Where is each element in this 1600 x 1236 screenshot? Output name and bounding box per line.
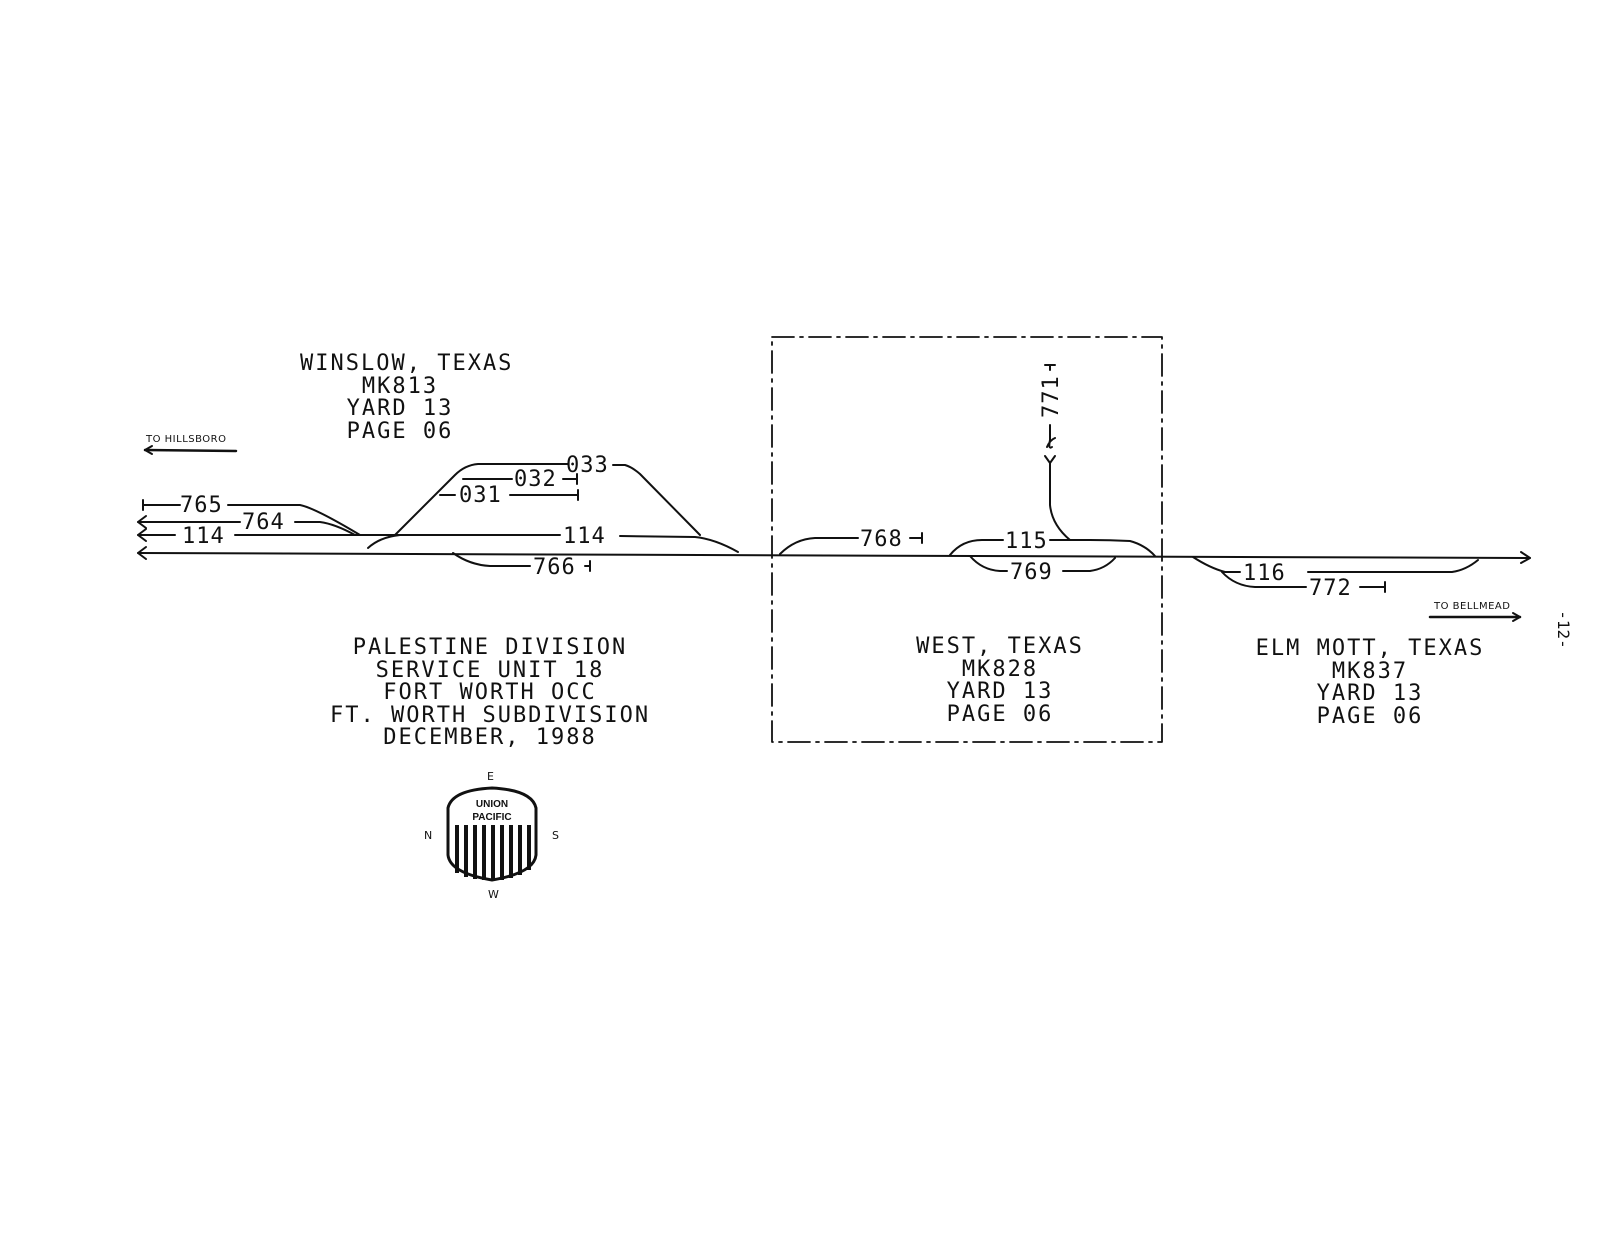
track-769-label: 769	[1010, 560, 1053, 585]
station-west-yard: YARD 13	[946, 679, 1054, 704]
station-winslow-name: WINSLOW, TEXAS	[300, 351, 514, 376]
main-line-west-arrow	[137, 546, 147, 560]
arrow-to-bellmead-head	[1512, 612, 1521, 622]
compass-north: N	[424, 829, 433, 842]
station-elm-mott: ELM MOTT, TEXAS MK837 YARD 13 PAGE 06	[1250, 636, 1490, 729]
compass-west: W	[488, 888, 499, 901]
subdivision-name: FT. WORTH SUBDIVISION	[330, 702, 651, 728]
compass-south: S	[552, 829, 559, 842]
station-west-page: PAGE 06	[946, 701, 1054, 727]
track-033-line	[612, 464, 701, 536]
station-west-mk: MK828	[961, 656, 1039, 682]
track-032-label: 032	[514, 467, 557, 492]
track-114-label-east: 114	[563, 524, 606, 549]
track-765-line	[142, 504, 361, 536]
track-764-label: 764	[242, 510, 285, 535]
west-texas-box	[771, 336, 1163, 743]
track-768-line	[779, 537, 923, 555]
track-764-arrow	[137, 515, 147, 529]
track-766-label: 766	[533, 555, 576, 580]
page-number: -12-	[1553, 610, 1573, 649]
compass-east: E	[487, 770, 494, 783]
main-line	[137, 552, 1531, 559]
station-west: WEST, TEXAS MK828 YARD 13 PAGE 06	[890, 634, 1110, 727]
station-west-name: WEST, TEXAS	[916, 634, 1084, 659]
track-772-label: 772	[1309, 576, 1352, 601]
track-768-label: 768	[860, 527, 903, 552]
track-115-spur-stop	[1044, 455, 1056, 464]
track-772-line	[1221, 571, 1386, 588]
track-116-label: 116	[1243, 561, 1286, 586]
union-pacific-logo: UNION PACIFIC	[446, 786, 538, 882]
to-bellmead-label: TO BELLMEAD	[1434, 601, 1511, 612]
track-114-label-west: 114	[182, 524, 225, 549]
track-764-line	[137, 521, 356, 536]
main-line-east-arrow	[1520, 551, 1531, 564]
station-elm-mott-page: PAGE 06	[1316, 703, 1424, 729]
arrow-to-hillsboro-head	[144, 445, 153, 455]
service-unit: SERVICE UNIT 18	[375, 657, 605, 683]
station-winslow-page: PAGE 06	[346, 418, 454, 444]
track-771-line	[1048, 424, 1053, 449]
track-771-stop	[1044, 364, 1056, 448]
division-name: PALESTINE DIVISION	[352, 635, 628, 660]
station-elm-mott-yard: YARD 13	[1316, 681, 1424, 706]
track-114-line	[137, 534, 739, 553]
station-elm-mott-name: ELM MOTT, TEXAS	[1255, 636, 1485, 661]
arrow-to-hillsboro	[143, 448, 238, 453]
track-ladder	[394, 463, 569, 536]
track-033-label: 033	[566, 453, 609, 478]
station-elm-mott-mk: MK837	[1331, 658, 1409, 684]
occ-name: FORT WORTH OCC	[383, 680, 597, 705]
track-114-connector	[367, 534, 401, 549]
station-winslow-yard: YARD 13	[346, 396, 454, 421]
track-115-label: 115	[1005, 529, 1048, 554]
track-115-spur	[1049, 462, 1071, 541]
track-771-label: 771	[1039, 375, 1064, 418]
to-hillsboro-label: TO HILLSBORO	[146, 434, 227, 445]
track-114-arrow	[137, 528, 147, 542]
track-765-label: 765	[180, 493, 223, 518]
logo-text-pacific: PACIFIC	[472, 812, 511, 823]
track-116-line	[1192, 556, 1479, 573]
logo-text-union: UNION	[476, 799, 508, 810]
station-winslow: WINSLOW, TEXAS MK813 YARD 13 PAGE 06	[300, 351, 514, 444]
date: DECEMBER, 1988	[383, 725, 597, 750]
division-info: PALESTINE DIVISION SERVICE UNIT 18 FORT …	[330, 635, 651, 750]
track-031-label: 031	[459, 483, 502, 508]
track-769-line	[969, 555, 1116, 572]
track-115-line	[949, 539, 1156, 557]
station-winslow-mk: MK813	[361, 373, 439, 399]
